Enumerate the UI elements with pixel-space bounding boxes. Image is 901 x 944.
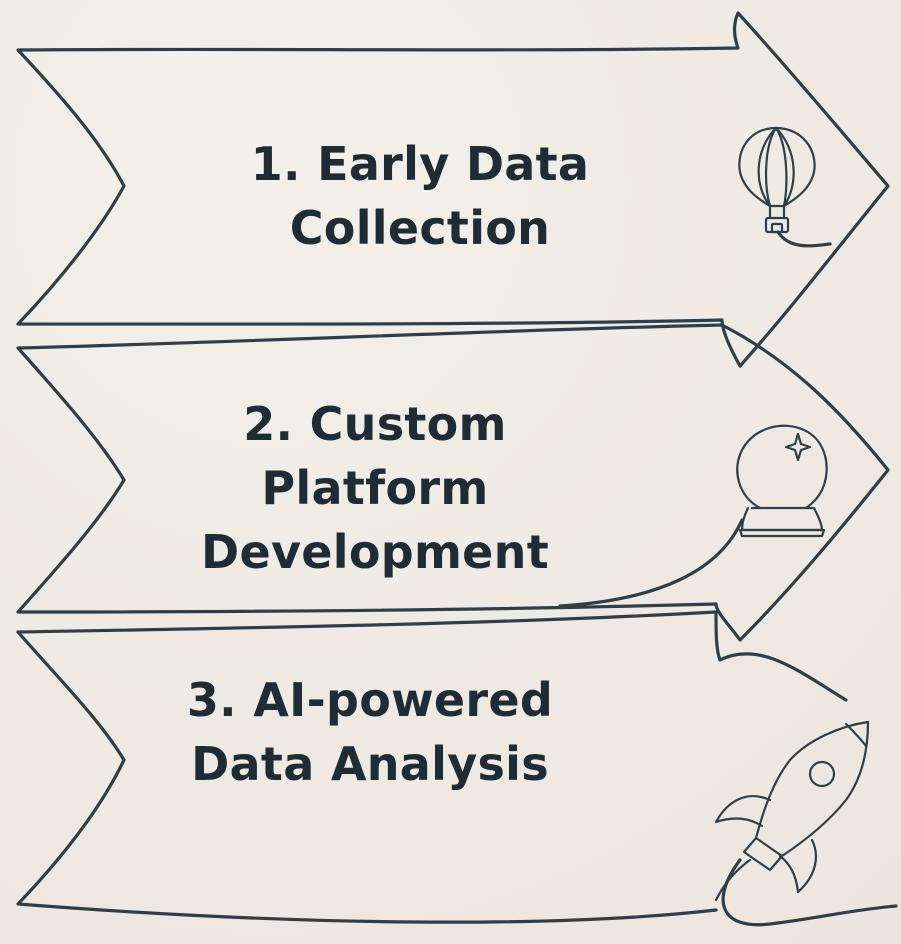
step-2-line-1: 2. Custom [243,397,507,451]
rocket-tail-line [721,858,898,927]
hot-air-balloon-icon [738,126,816,234]
step-2-title: 2. Custom Platform Development [155,392,595,584]
step-1-title: 1. Early Data Collection [200,132,640,260]
crystal-ball-tail-line [558,518,744,608]
arrow-3-outline [16,610,848,924]
step-1-line-1: 1. Early Data [250,137,590,191]
step-3-line-1: 3. AI-powered [186,673,554,727]
step-1-line-2: Collection [289,201,551,255]
rocket-icon [714,720,870,902]
step-3-line-2: Data Analysis [191,737,549,791]
crystal-ball-icon [736,424,828,538]
step-2-line-3: Development [200,525,550,579]
arrow-1-outline [16,11,890,368]
arrow-2-outline [16,323,890,642]
balloon-tail-line [776,230,832,248]
step-2-line-2: Platform [261,461,489,515]
step-3-title: 3. AI-powered Data Analysis [150,668,590,796]
